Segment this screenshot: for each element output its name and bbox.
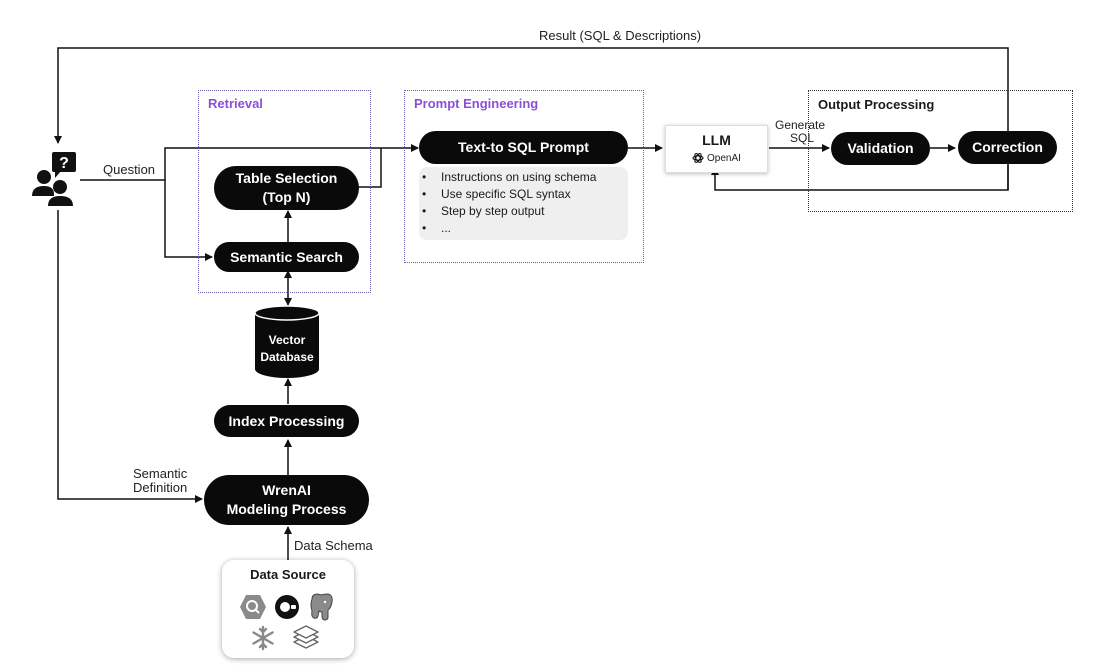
semantic-definition-label: Semantic Definition bbox=[133, 466, 188, 495]
prompt-engineering-title: Prompt Engineering bbox=[414, 96, 539, 111]
question-to-prompt-arrow bbox=[80, 144, 419, 181]
output-processing-group bbox=[808, 90, 1073, 212]
llm-node[interactable]: LLM OpenAI bbox=[665, 125, 768, 173]
retrieval-title: Retrieval bbox=[208, 96, 263, 111]
duckdb-icon bbox=[275, 595, 299, 619]
result-label: Result (SQL & Descriptions) bbox=[539, 28, 702, 43]
user-question-icon: ? bbox=[32, 152, 76, 206]
prompt-note-item: Step by step output bbox=[422, 203, 618, 220]
postgresql-icon bbox=[310, 593, 333, 621]
index-processing-node[interactable]: Index Processing bbox=[214, 405, 359, 437]
wrenai-modeling-node[interactable]: WrenAI Modeling Process bbox=[204, 475, 369, 525]
prompt-note-item: Use specific SQL syntax bbox=[422, 186, 618, 203]
prompt-note-item: ... bbox=[422, 220, 618, 237]
snowflake-icon bbox=[252, 625, 274, 651]
validation-node[interactable]: Validation bbox=[831, 132, 930, 165]
output-processing-title: Output Processing bbox=[818, 97, 935, 112]
vector-database-label: Vector Database bbox=[260, 333, 314, 364]
correction-to-llm-arrow bbox=[711, 165, 1009, 191]
selection-to-prompt-line bbox=[358, 148, 382, 188]
data-schema-label: Data Schema bbox=[294, 538, 373, 553]
openai-brand: OpenAI bbox=[692, 152, 741, 164]
user-to-modeling-arrow bbox=[57, 210, 203, 503]
question-to-search-arrow bbox=[164, 180, 213, 261]
bigquery-icon bbox=[240, 595, 266, 619]
data-source-title: Data Source bbox=[250, 567, 326, 582]
retrieval-group bbox=[198, 90, 371, 293]
prompt-notes: Instructions on using schema Use specifi… bbox=[419, 167, 628, 240]
semantic-search-node[interactable]: Semantic Search bbox=[214, 242, 359, 272]
vector-database-cylinder bbox=[254, 305, 320, 378]
text-to-sql-prompt-node[interactable]: Text-to SQL Prompt bbox=[419, 131, 628, 164]
layers-icon bbox=[293, 625, 319, 649]
result-feedback-arrow bbox=[54, 47, 1009, 190]
table-selection-node[interactable]: Table Selection (Top N) bbox=[214, 166, 359, 210]
svg-text:?: ? bbox=[59, 155, 69, 172]
prompt-note-item: Instructions on using schema bbox=[422, 169, 618, 186]
prompt-engineering-group bbox=[404, 90, 644, 263]
question-label: Question bbox=[103, 162, 156, 177]
data-source-card[interactable]: Data Source bbox=[222, 560, 354, 658]
openai-icon bbox=[692, 152, 704, 164]
llm-title: LLM bbox=[702, 132, 731, 148]
correction-node[interactable]: Correction bbox=[958, 131, 1057, 164]
